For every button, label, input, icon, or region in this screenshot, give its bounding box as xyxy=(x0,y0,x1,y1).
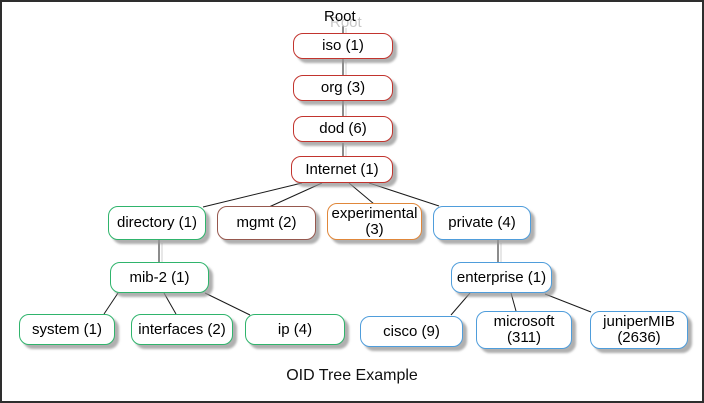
connector xyxy=(510,292,517,312)
node-experimental: experimental(3) xyxy=(327,203,422,240)
node-internet: Internet (1) xyxy=(291,156,393,183)
connector xyxy=(450,292,471,316)
node-mgmt: mgmt (2) xyxy=(217,206,316,240)
root-label: Root xyxy=(324,8,356,25)
node-label: Internet (1) xyxy=(305,160,379,178)
node-label: interfaces (2) xyxy=(138,320,226,338)
node-interfaces: interfaces (2) xyxy=(131,314,233,345)
node-label: ip (4) xyxy=(277,320,313,338)
connector xyxy=(204,292,251,316)
node-label: dod (6) xyxy=(319,120,367,137)
node-private: private (4) xyxy=(433,206,531,240)
connector xyxy=(202,182,303,208)
node-label: cisco (9) xyxy=(383,322,440,340)
node-label: microsoft xyxy=(493,313,555,330)
node-label: (2636) xyxy=(617,329,661,346)
node-enterprise: enterprise (1) xyxy=(451,262,552,293)
root-label-shadow-text: Root xyxy=(330,14,362,31)
node-label: (311) xyxy=(507,329,541,346)
node-label: mgmt (2) xyxy=(236,214,297,231)
node-cisco: cisco (9) xyxy=(360,316,463,347)
node-label: private (4) xyxy=(448,214,516,231)
connector xyxy=(103,292,119,315)
node-org: org (3) xyxy=(293,75,393,101)
node-system: system (1) xyxy=(19,314,115,345)
node-ip: ip (4) xyxy=(245,314,345,345)
node-dod: dod (6) xyxy=(293,116,393,142)
node-label: directory (1) xyxy=(116,214,198,231)
node-label: org (3) xyxy=(320,79,366,96)
node-iso: iso (1) xyxy=(293,33,393,59)
node-label: enterprise (1) xyxy=(456,268,547,286)
node-directory: directory (1) xyxy=(108,206,206,240)
node-mib-2: mib-2 (1) xyxy=(110,262,209,293)
diagram-title: OID Tree Example xyxy=(286,367,418,384)
connector xyxy=(268,182,323,208)
connector xyxy=(163,292,177,315)
connector xyxy=(348,182,375,205)
node-label: juniperMIB xyxy=(603,313,675,330)
node-junipermib: juniperMIB(2636) xyxy=(590,311,688,349)
node-label: iso (1) xyxy=(322,37,364,54)
node-label: system (1) xyxy=(31,320,102,338)
connector xyxy=(368,182,440,207)
node-microsoft: microsoft(311) xyxy=(476,311,572,349)
node-label: mib-2 (1) xyxy=(129,268,190,286)
connector xyxy=(544,293,592,313)
node-label: experimental xyxy=(331,204,418,222)
node-label: (3) xyxy=(365,220,384,238)
